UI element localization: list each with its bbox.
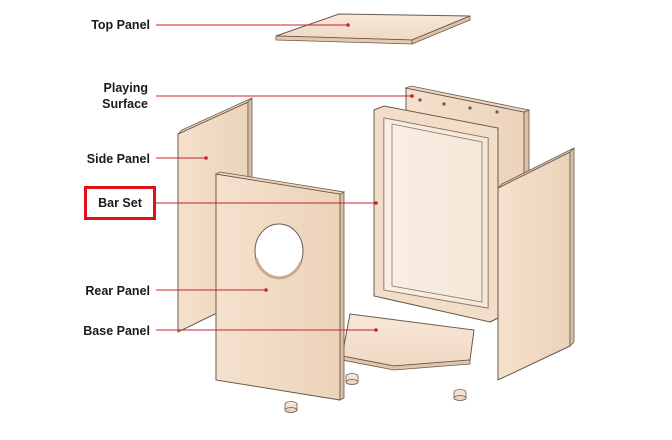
label-playing-surface-line2: Surface — [102, 97, 148, 111]
leader-lines — [156, 23, 414, 332]
rear-panel — [214, 171, 346, 401]
label-bar-set-highlighted: Bar Set — [84, 186, 156, 220]
label-top-panel: Top Panel — [91, 18, 150, 32]
bar-set-frame — [373, 105, 499, 323]
foot-2 — [453, 389, 467, 401]
label-rear-panel: Rear Panel — [85, 284, 150, 298]
label-playing-surface: Playing Surface — [78, 80, 148, 112]
feet — [284, 373, 467, 413]
foot-3 — [284, 401, 298, 413]
label-side-panel: Side Panel — [86, 152, 150, 166]
foot-1 — [345, 373, 359, 385]
top-panel — [275, 13, 471, 45]
label-playing-surface-line1: Playing — [103, 81, 148, 95]
right-side-panel — [497, 147, 575, 381]
base-panel — [341, 313, 475, 371]
label-base-panel: Base Panel — [83, 324, 150, 338]
